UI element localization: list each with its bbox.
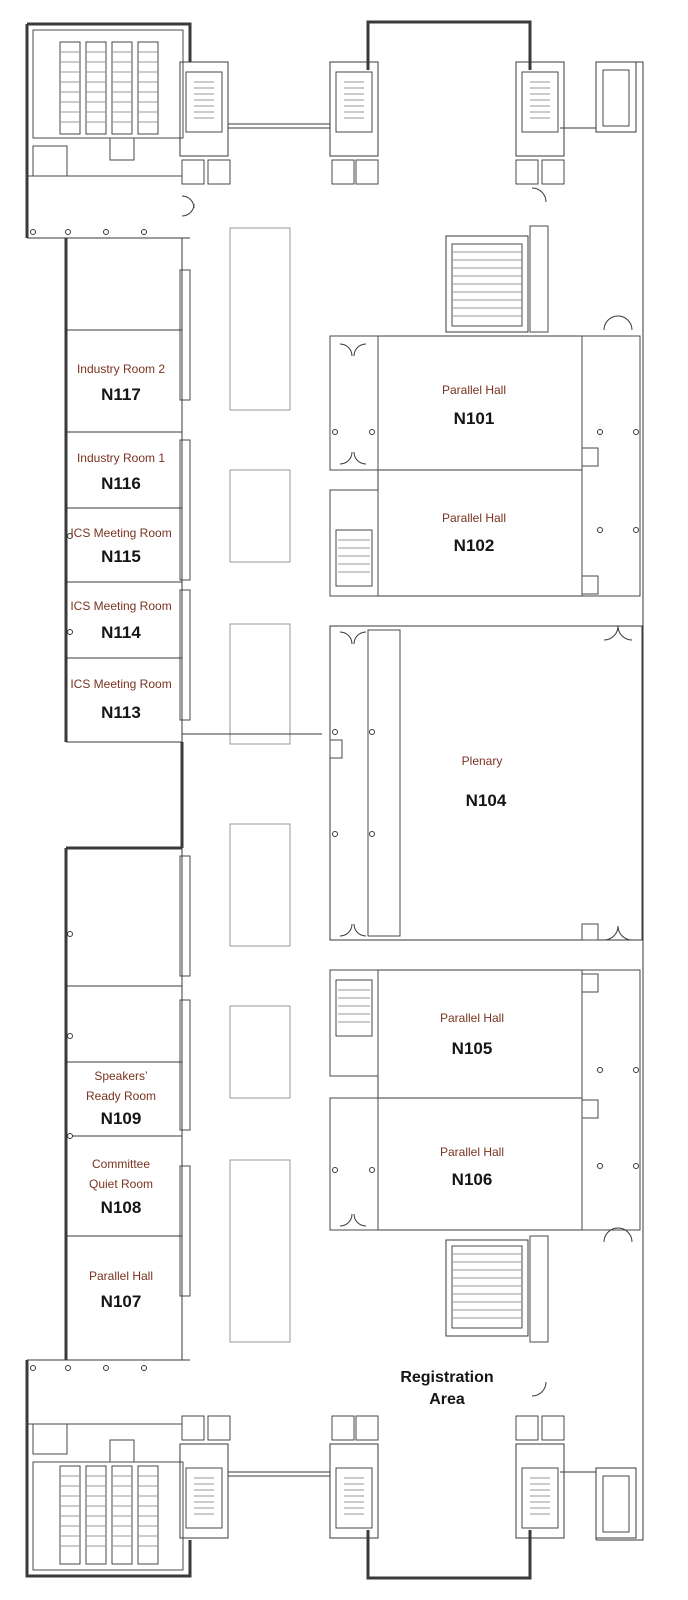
room-n113-name: ICS Meeting Room [70, 677, 171, 691]
right-rooms [329, 335, 643, 1231]
room-n106-name: Parallel Hall [440, 1145, 504, 1159]
room-n117-name: Industry Room 2 [77, 362, 165, 376]
room-n115-number: N115 [101, 547, 141, 566]
left-rooms [66, 269, 191, 1297]
room-n104-number: N104 [466, 791, 507, 810]
building-walls [25, 20, 644, 1580]
room-n102-number: N102 [454, 536, 495, 555]
room-n117-number: N117 [101, 385, 141, 404]
room-n109-name-line2: Ready Room [86, 1089, 156, 1103]
room-labels: Industry Room 2 N117 Industry Room 1 N11… [70, 362, 507, 1408]
room-n109-name-line1: Speakers’ [94, 1069, 147, 1083]
room-n107-number: N107 [101, 1292, 142, 1311]
room-n106-number: N106 [452, 1170, 493, 1189]
room-n101-number: N101 [454, 409, 495, 428]
stairwells-bottom [179, 1415, 637, 1539]
bottom-left-wing-seating [27, 1365, 184, 1571]
room-n116-name: Industry Room 1 [77, 451, 165, 465]
room-n109-number: N109 [101, 1109, 142, 1128]
room-n116-number: N116 [101, 474, 141, 493]
registration-area-line1: Registration [400, 1369, 493, 1386]
stairwells-top [179, 61, 637, 185]
room-n104-name: Plenary [462, 754, 503, 768]
room-n115-name: ICS Meeting Room [70, 526, 171, 540]
room-n113-number: N113 [101, 703, 141, 722]
room-n114-number: N114 [101, 623, 141, 642]
room-n102-name: Parallel Hall [442, 511, 506, 525]
corridor-columns [182, 227, 322, 1343]
room-n105-number: N105 [452, 1039, 493, 1058]
room-n108-number: N108 [101, 1198, 142, 1217]
top-left-wing-seating [27, 29, 184, 235]
door-swings [181, 187, 633, 1397]
room-n108-name-line2: Quiet Room [89, 1177, 153, 1191]
room-n114-name: ICS Meeting Room [70, 599, 171, 613]
registration-area-line2: Area [429, 1391, 465, 1408]
room-n108-name-line1: Committee [92, 1157, 150, 1171]
room-n105-name: Parallel Hall [440, 1011, 504, 1025]
escalators [445, 225, 549, 1343]
room-n107-name: Parallel Hall [89, 1269, 153, 1283]
room-n101-name: Parallel Hall [442, 383, 506, 397]
